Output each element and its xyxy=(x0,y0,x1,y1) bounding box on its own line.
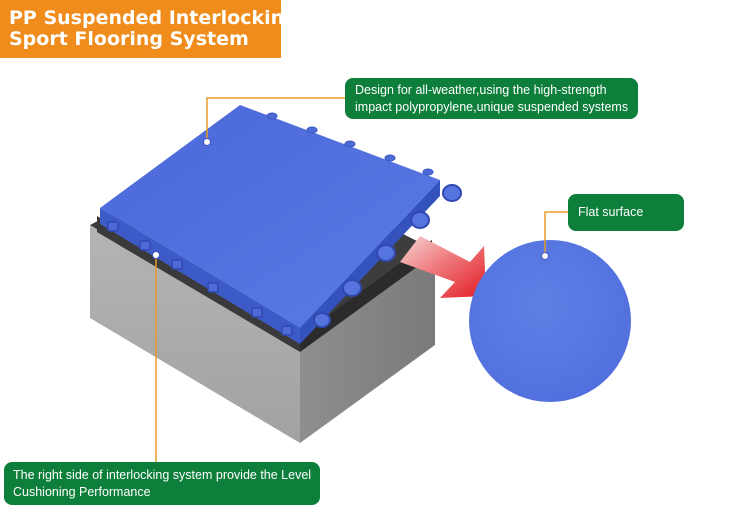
callout-all-weather-line-2: impact polypropylene,unique suspended sy… xyxy=(355,100,629,114)
callout-interlocking-side-line-1: The right side of interlocking system pr… xyxy=(13,468,312,482)
title-line-2: Sport Flooring System xyxy=(9,28,249,50)
interlocking-tile xyxy=(100,105,462,344)
pointer-dot-side xyxy=(152,251,160,259)
title-line-1: PP Suspended Interlocking xyxy=(9,7,298,29)
leader-lines xyxy=(155,97,568,462)
zoom-arrow xyxy=(400,236,486,298)
title-banner: PP Suspended Interlocking Sport Flooring… xyxy=(0,0,298,58)
callout-flat-surface: Flat surface xyxy=(568,194,684,231)
page-title: PP Suspended Interlocking Sport Flooring… xyxy=(9,8,298,50)
callout-all-weather: Design for all-weather,using the high-st… xyxy=(345,78,638,119)
flat-surface-magnifier xyxy=(469,240,631,402)
callout-interlocking-side: The right side of interlocking system pr… xyxy=(4,462,320,505)
callout-all-weather-line-1: Design for all-weather,using the high-st… xyxy=(355,83,607,97)
pointer-dot-top xyxy=(203,138,211,146)
pointer-dot-flat xyxy=(541,252,549,260)
callout-interlocking-side-line-2: Cushioning Performance xyxy=(13,485,151,499)
callout-flat-surface-text: Flat surface xyxy=(578,205,644,219)
